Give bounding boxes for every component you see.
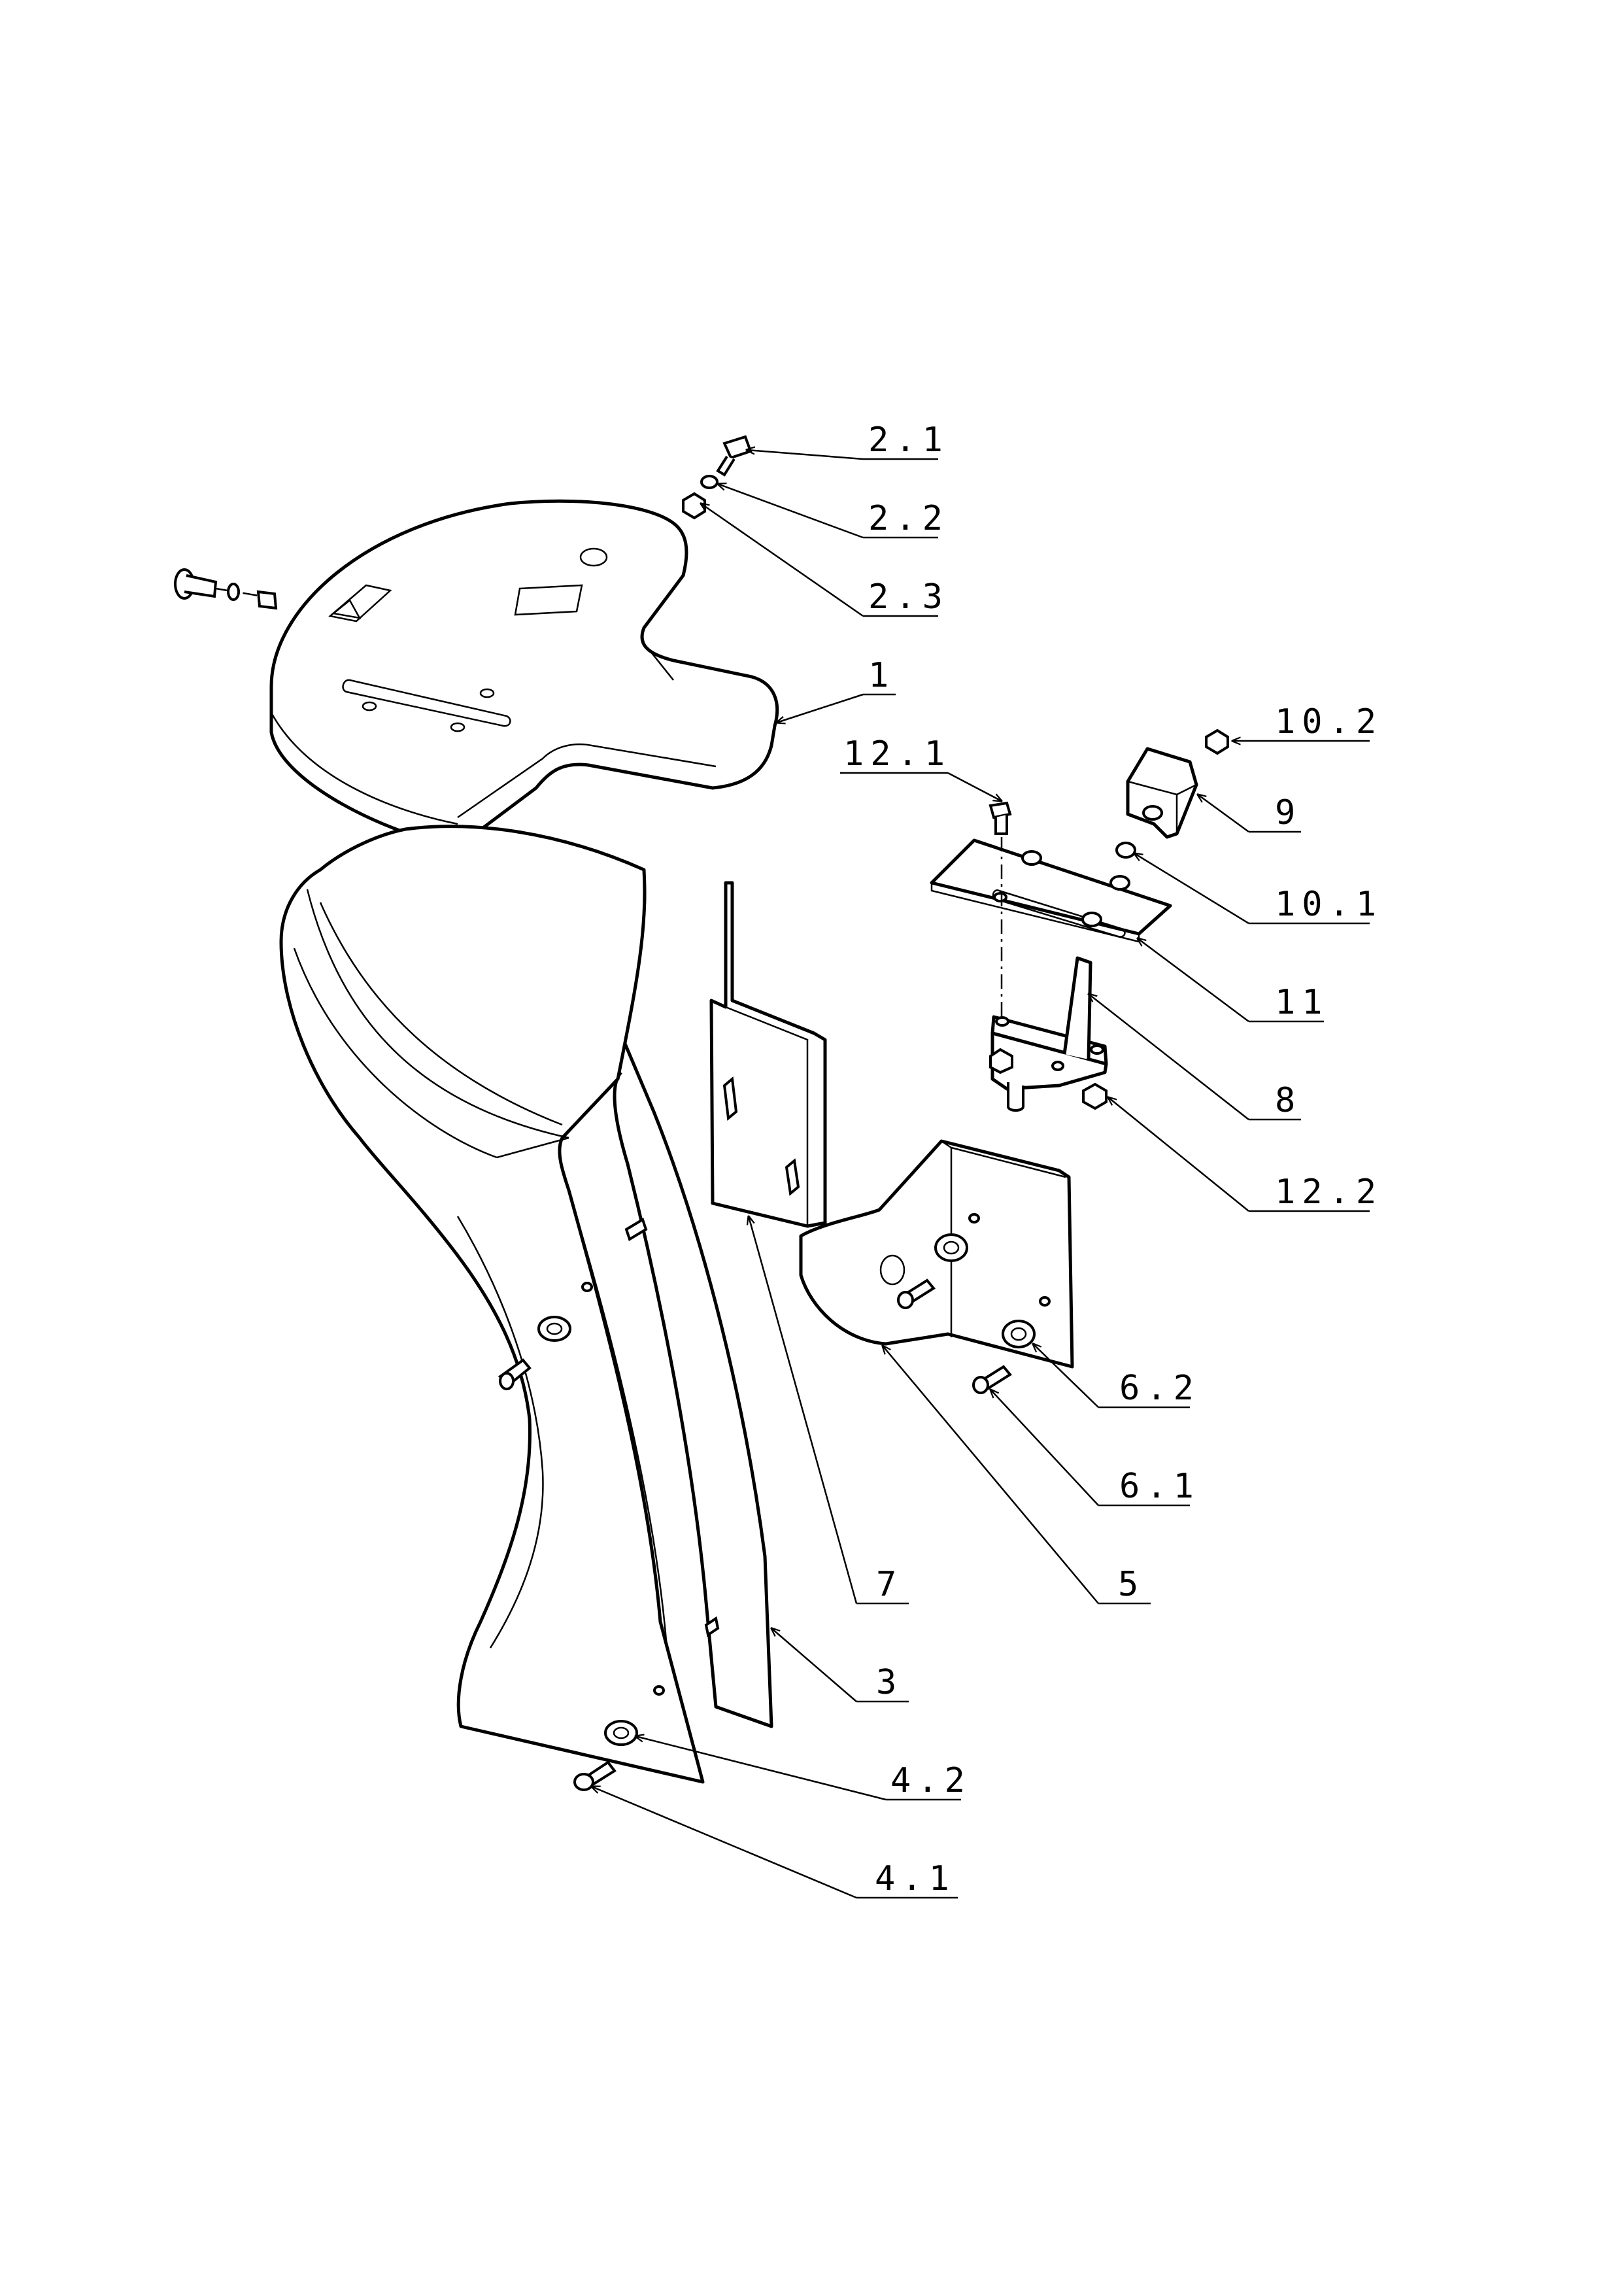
- part-5-shaped-bracket: [799, 1139, 1074, 1394]
- label-3: 3: [876, 1663, 903, 1702]
- part-7-bracket: [709, 881, 827, 1228]
- label-1: 1: [868, 656, 895, 695]
- label-11: 11: [1275, 983, 1329, 1022]
- label-2-3: 2.3: [868, 577, 949, 617]
- label-9: 9: [1275, 793, 1302, 832]
- screw-10-1: [1115, 842, 1136, 859]
- label-8: 8: [1275, 1081, 1302, 1120]
- washer-2-2: [700, 475, 719, 489]
- label-underlines: [840, 458, 1370, 1899]
- label-12-2: 12.2: [1275, 1173, 1383, 1212]
- label-4-2: 4.2: [890, 1761, 972, 1800]
- bolt-2-1: [716, 435, 753, 477]
- leader-lines: [592, 450, 1272, 1899]
- label-2-2: 2.2: [868, 499, 949, 538]
- label-10-1: 10.1: [1275, 885, 1383, 924]
- label-10-2: 10.2: [1275, 702, 1383, 742]
- nut-10-2: [1205, 728, 1229, 755]
- part-labels: 2.1 2.2 2.3 1 12.1 10.2 9 10.1 11 8 12.2…: [843, 420, 1383, 1898]
- label-5: 5: [1118, 1565, 1145, 1604]
- label-12-1: 12.1: [843, 734, 951, 774]
- label-7: 7: [876, 1565, 903, 1604]
- part-3-curved-body: [279, 825, 773, 1791]
- label-6-2: 6.2: [1119, 1369, 1200, 1408]
- label-6-1: 6.1: [1119, 1467, 1200, 1506]
- nut-2-3: [682, 492, 706, 520]
- part-11-slotted-plate: [930, 801, 1172, 943]
- part-1-side-bolt: [174, 568, 278, 610]
- part-1-top-plate: [269, 499, 779, 847]
- part-9-clamp-block: [1126, 747, 1198, 839]
- part-8-angle-bracket: [989, 956, 1108, 1112]
- label-2-1: 2.1: [868, 420, 949, 460]
- label-4-1: 4.1: [875, 1859, 956, 1898]
